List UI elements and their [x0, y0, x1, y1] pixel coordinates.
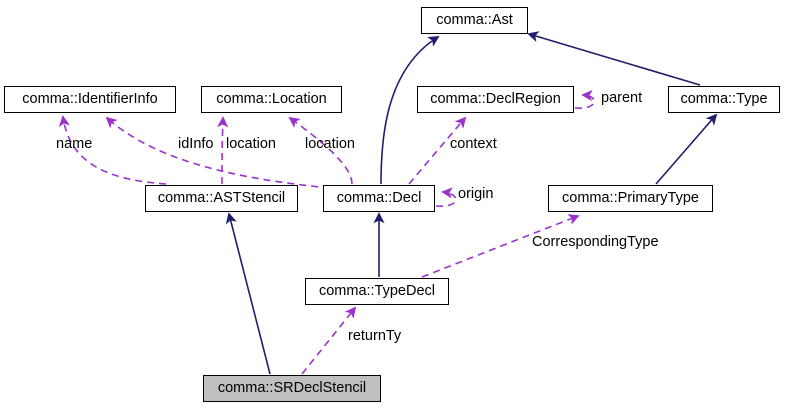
class-node-label: comma::Location [216, 91, 327, 108]
edge-label-origin: origin [458, 186, 494, 202]
edge-srdeclstencil-returnty-typedecl [301, 306, 357, 375]
edge-label-idinfo: idInfo [178, 136, 214, 152]
class-node-comma-identifierinfo[interactable]: comma::IdentifierInfo [4, 86, 176, 113]
class-node-label: comma::Ast [436, 12, 513, 29]
edge-decl-location-location [288, 116, 353, 185]
edge-aststencil-name-identifierinfo [58, 115, 167, 185]
edge-typedecl-corrtype-primarytype [421, 214, 580, 278]
edge-primarytype-to-type [655, 113, 718, 185]
association-edge-group: IdentifierInfo --> IdentifierInfo --> Lo… [58, 89, 595, 375]
edge-label-location-decl: location [305, 136, 355, 152]
edge-srdeclstencil-to-aststencil [225, 212, 271, 375]
inheritance-edge-group [225, 31, 718, 375]
edge-label-context: context [450, 136, 497, 152]
edge-label-location-aststencil: location [226, 136, 276, 152]
class-node-comma-ast[interactable]: comma::Ast [421, 7, 528, 34]
edge-decl-to-ast [380, 36, 440, 185]
class-node-comma-declregion[interactable]: comma::DeclRegion [417, 86, 574, 113]
class-node-comma-decl[interactable]: comma::Decl [323, 185, 435, 212]
class-node-label: comma::Type [680, 91, 768, 108]
class-node-comma-typedecl[interactable]: comma::TypeDecl [305, 278, 449, 305]
edge-aststencil-location-location [217, 116, 229, 185]
class-node-label: comma::IdentifierInfo [22, 91, 158, 108]
edge-declregion-parent-declregion [574, 89, 595, 109]
edge-label-parent: parent [601, 90, 643, 106]
class-node-comma-aststencil[interactable]: comma::ASTStencil [145, 185, 298, 212]
edge-decl-origin-decl [435, 187, 457, 207]
edge-type-to-ast [527, 31, 701, 86]
edge-decl-context-declregion [408, 116, 467, 185]
class-node-label: comma::SRDeclStencil [217, 380, 367, 397]
edge-label-name: name [56, 136, 93, 152]
edge-label-correspondingtype: CorrespondingType [532, 234, 659, 250]
class-node-comma-type[interactable]: comma::Type [668, 86, 780, 113]
edge-label-returnty: returnTy [348, 328, 402, 344]
class-node-comma-srdeclstencil[interactable]: comma::SRDeclStencil [203, 375, 381, 402]
class-node-label: comma::PrimaryType [562, 190, 699, 207]
class-node-comma-primarytype[interactable]: comma::PrimaryType [548, 185, 713, 212]
class-node-label: comma::Decl [336, 190, 422, 207]
class-node-label: comma::DeclRegion [430, 91, 561, 108]
edge-decl-idinfo-identifierinfo [105, 116, 331, 189]
class-node-comma-location[interactable]: comma::Location [201, 86, 342, 113]
class-node-label: comma::ASTStencil [157, 190, 286, 207]
class-node-label: comma::TypeDecl [318, 283, 436, 300]
